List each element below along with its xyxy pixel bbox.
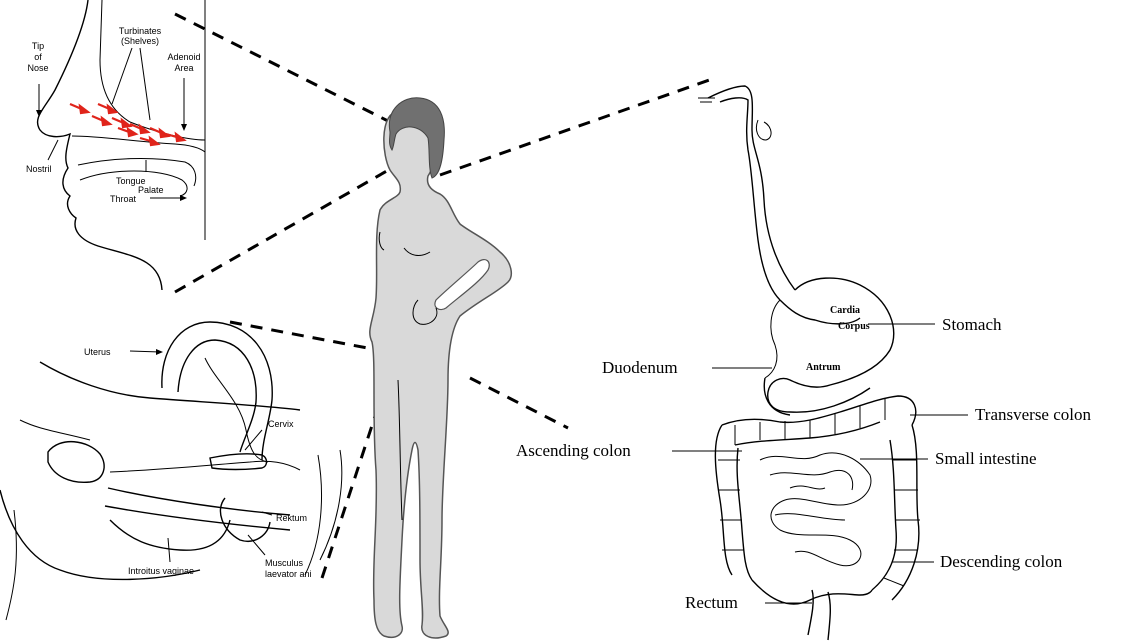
stomach [768, 278, 894, 412]
connector-nose-top [175, 14, 390, 122]
label-cardia: Cardia [830, 305, 860, 316]
connector-gi-bottom [470, 378, 568, 428]
connector-pelvis-top [230, 322, 378, 350]
connector-gi-top [440, 78, 715, 175]
label-descending-colon: Descending colon [940, 552, 1063, 571]
ascending-colon [715, 425, 732, 575]
airflow-arrows [70, 104, 184, 145]
label-duodenum: Duodenum [602, 358, 678, 377]
label-stomach: Stomach [942, 315, 1002, 334]
label-palate: Palate [138, 185, 164, 195]
label-ascending-colon: Ascending colon [516, 441, 631, 460]
label-small-intestine: Small intestine [935, 449, 1037, 468]
label-tip-of-nose-1: Tip [32, 41, 44, 51]
rectum-pelvis [220, 498, 270, 541]
nose-inset: Tip of Nose Turbinates (Shelves) Adenoid… [26, 0, 205, 290]
svg-text:(Shelves): (Shelves) [121, 36, 159, 46]
label-musculus-1: Musculus [265, 558, 304, 568]
label-musculus-2: laevator ani [265, 569, 312, 579]
svg-text:of: of [34, 52, 42, 62]
label-antrum: Antrum [806, 362, 841, 373]
label-transverse-colon: Transverse colon [975, 405, 1091, 424]
label-rektum: Rektum [276, 513, 307, 523]
pelvis-inset: Uterus Cervix Rektum Introitus vaginae M… [0, 322, 342, 620]
label-nostril: Nostril [26, 164, 52, 174]
label-adenoid: Adenoid [167, 52, 200, 62]
human-figure [370, 98, 511, 638]
svg-text:Area: Area [174, 63, 193, 73]
descending-colon [892, 425, 919, 600]
small-intestine [760, 453, 871, 566]
label-uterus: Uterus [84, 347, 111, 357]
label-throat: Throat [110, 194, 137, 204]
figure-body [370, 109, 511, 638]
connector-nose-bottom [175, 168, 392, 292]
bladder [48, 442, 104, 483]
connector-pelvis-bottom [322, 395, 382, 578]
svg-text:Nose: Nose [27, 63, 48, 73]
label-rectum: Rectum [685, 593, 738, 612]
label-cervix: Cervix [268, 419, 294, 429]
label-turbinates: Turbinates [119, 26, 162, 36]
gi-tract: Cardia Corpus Antrum Stomach Duodenum Tr… [516, 86, 1091, 640]
label-corpus: Corpus [838, 321, 870, 332]
label-introitus: Introitus vaginae [128, 566, 194, 576]
esophagus [708, 86, 795, 290]
